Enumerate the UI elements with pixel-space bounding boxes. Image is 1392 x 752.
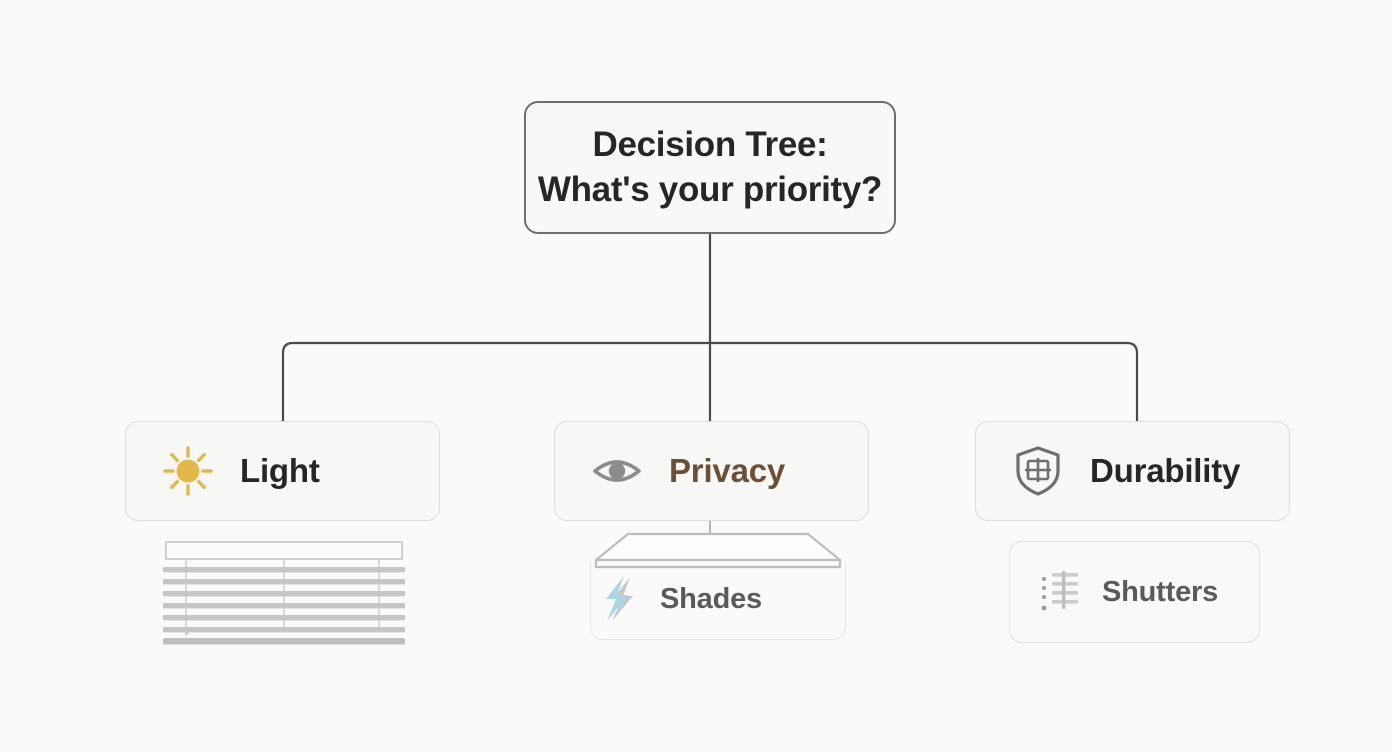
leaf-node-shades[interactable]: Shades: [590, 530, 846, 640]
leaf-label-shutters: Shutters: [1102, 575, 1219, 608]
leaf-label-shades: Shades: [660, 582, 762, 615]
eye-icon: [593, 460, 641, 482]
venetian-blinds-illustration: [163, 541, 405, 645]
louver-list-icon: [1041, 571, 1078, 611]
shield-window-icon: [1016, 446, 1060, 496]
root-node[interactable]: Decision Tree: What's your priority?: [524, 101, 896, 234]
branch-label-durability: Durability: [1090, 452, 1241, 489]
lightning-bolt-icon: [606, 576, 633, 621]
branch-node-privacy[interactable]: Privacy: [554, 421, 869, 521]
branch-label-privacy: Privacy: [669, 452, 786, 489]
branch-label-light: Light: [240, 452, 320, 489]
root-title-line-2: What's your priority?: [537, 169, 883, 209]
sun-icon: [163, 446, 213, 496]
wire-bus: [281, 341, 1139, 421]
root-title-line-1: Decision Tree:: [592, 124, 828, 164]
leaf-node-shutters[interactable]: Shutters: [1009, 541, 1260, 643]
branch-node-light[interactable]: Light: [125, 421, 440, 521]
branch-node-durability[interactable]: Durability: [975, 421, 1290, 521]
shades-card-outline: [590, 562, 846, 640]
shade-valance-shape: [594, 532, 842, 569]
leaf-node-blinds[interactable]: [163, 540, 405, 645]
